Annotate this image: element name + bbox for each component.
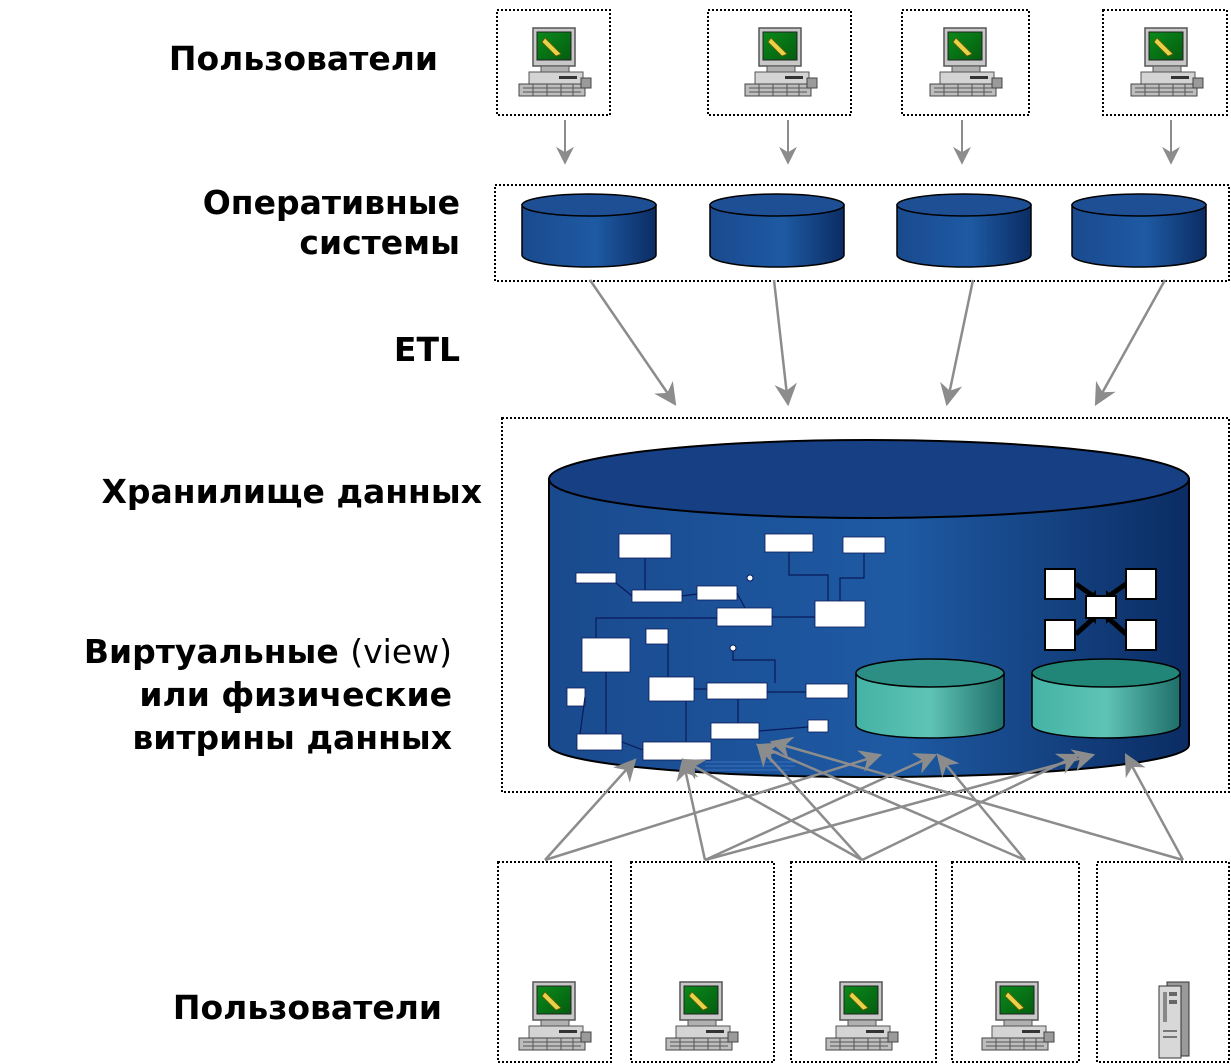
data-marts-line-1: Виртуальные (view) [83, 632, 452, 671]
operational-db-1 [521, 193, 657, 268]
operational-systems-line-2: системы [299, 223, 460, 262]
computer-terminal-icon [929, 27, 1003, 97]
data-marts-line-3: витрины данных [132, 718, 452, 757]
operational-systems-label: Оперативные системы [90, 183, 460, 263]
warehouse-label: Хранилище данных [101, 472, 482, 511]
bottom-user-box-2 [630, 861, 775, 1063]
etl-arrows [588, 279, 1167, 407]
data-marts-line-2: или физические [139, 675, 452, 714]
operational-db-2 [709, 193, 845, 268]
bottom-user-box-3 [790, 861, 937, 1063]
data-marts-label: Виртуальные (view) или физические витрин… [10, 630, 452, 759]
computer-terminal-icon [518, 981, 592, 1051]
warehouse-cylinder [548, 439, 1190, 778]
server-tower-icon [1158, 981, 1190, 1059]
bottom-users-label: Пользователи [172, 988, 442, 1027]
top-user-box-1 [496, 9, 611, 116]
data-marts-view-note: (view) [350, 632, 452, 671]
computer-terminal-icon [744, 27, 818, 97]
operational-systems-box [494, 184, 1230, 282]
user-to-system-arrows [556, 120, 1180, 165]
computer-terminal-icon [665, 981, 739, 1051]
top-user-box-2 [707, 9, 852, 116]
er-model-sketch [566, 533, 886, 771]
etl-label: ETL [393, 330, 460, 369]
computer-terminal-icon [981, 981, 1055, 1051]
operational-db-3 [896, 193, 1032, 268]
network-nodes-icon [1044, 568, 1157, 651]
operational-db-4 [1071, 193, 1207, 268]
operational-systems-line-1: Оперативные [202, 183, 460, 222]
bottom-user-box-1 [497, 861, 612, 1063]
client-access-arrows [544, 736, 1185, 862]
top-user-box-3 [901, 9, 1030, 116]
computer-terminal-icon [1130, 27, 1204, 97]
data-mart-2 [1031, 658, 1181, 739]
bottom-server-box [1096, 861, 1230, 1063]
top-users-label: Пользователи [168, 39, 438, 78]
data-mart-1 [855, 658, 1005, 739]
top-user-box-4 [1102, 9, 1228, 116]
bottom-user-box-4 [951, 861, 1080, 1063]
computer-terminal-icon [825, 981, 899, 1051]
computer-terminal-icon [518, 27, 592, 97]
